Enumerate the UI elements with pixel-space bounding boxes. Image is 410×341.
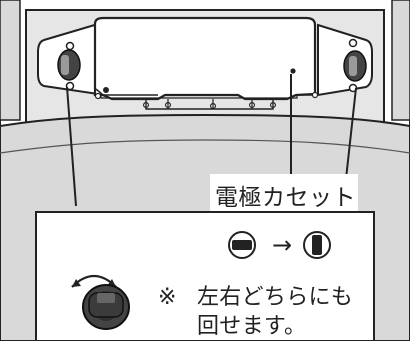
right-side-wall [391,0,410,121]
knob-icon [82,284,130,330]
cassette-hole-1 [103,87,109,93]
callout-label-box [210,174,358,214]
cassette-pin-right [311,91,319,99]
right-bracket-screw-bottom [348,83,358,93]
note-line-1: 左右どちらにも [197,285,353,310]
horizontal-slot-icon [228,231,256,259]
vertical-slot-icon [303,231,331,259]
cassette-rail-ticks [167,99,253,109]
transition-arrow: → [272,231,292,259]
cassette-hole-2 [290,68,296,74]
note-mark: ※ [158,285,177,310]
left-lock-slot [61,55,69,75]
left-bracket-screw-top [65,41,75,51]
housing-contour [0,139,410,154]
left-detail-leader-line [66,86,77,207]
note-line-2: 回せます。 [197,314,306,339]
cassette-lower-edge-left [95,88,158,96]
cassette-rail [145,99,274,110]
right-lock-slot [349,56,357,76]
callout-label: 電極カセット [215,185,356,211]
electrode-cassette [93,16,317,101]
left-side-wall [0,0,21,121]
cassette-pin-left [94,92,102,100]
left-bracket-screw-bottom [65,81,75,91]
right-bracket-screw-top [348,38,358,48]
